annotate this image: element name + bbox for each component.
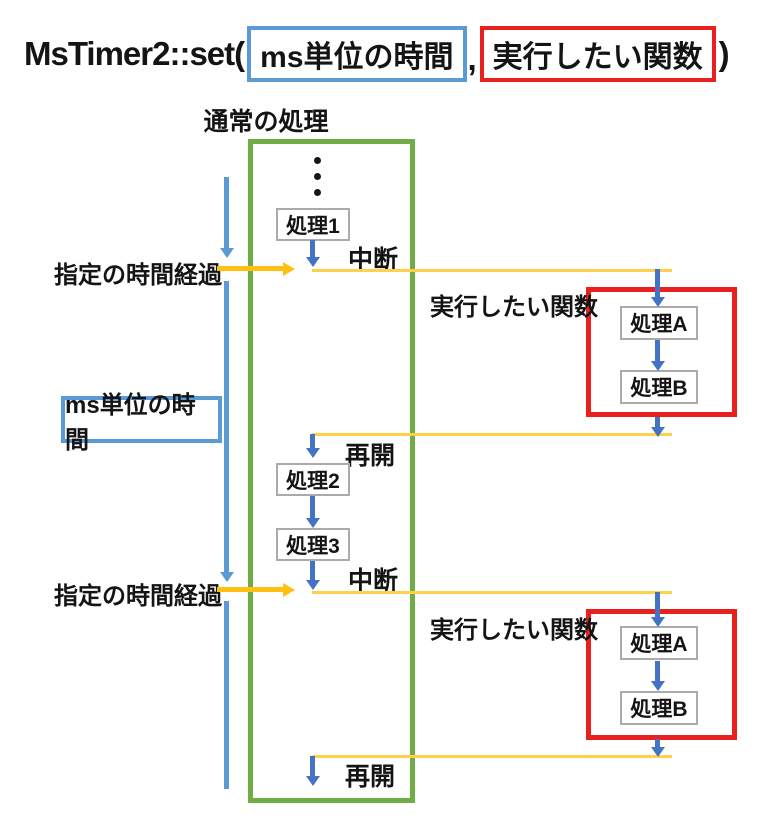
interrupt-jump-line-1 bbox=[312, 269, 672, 272]
title-comma: , bbox=[467, 40, 477, 77]
interrupt-jump-line-2 bbox=[312, 591, 672, 594]
title-arg-func: 実行したい関数 bbox=[492, 41, 703, 74]
elapsed-arrow-1 bbox=[217, 266, 283, 271]
elapsed-time-label-1: 指定の時間経過 bbox=[54, 262, 222, 289]
resume-label-2: 再開 bbox=[345, 763, 396, 791]
return-jump-line-1 bbox=[312, 433, 672, 436]
flow-arrow-after-p3 bbox=[310, 561, 315, 580]
ms-time-arg-box: ms単位の時間 bbox=[247, 26, 467, 82]
normal-flow-header: 通常の処理 bbox=[203, 108, 329, 136]
ellipsis-icon bbox=[314, 157, 322, 205]
flow-arrow-exit-func-1 bbox=[655, 417, 660, 427]
title-arg-ms: ms単位の時間 bbox=[260, 41, 454, 74]
interrupt-1-step-a: 処理A bbox=[620, 306, 698, 340]
interrupt-2-function-box bbox=[586, 609, 737, 740]
flow-arrow-p2-p3 bbox=[310, 496, 315, 518]
flow-arrow-resume-2 bbox=[310, 756, 315, 776]
function-label-2: 実行したい関数 bbox=[430, 617, 598, 644]
flow-arrow-a2-b2 bbox=[655, 661, 660, 681]
elapsed-arrow-2 bbox=[217, 587, 283, 592]
title-prefix: MsTimer2::set( bbox=[24, 35, 245, 72]
interrupt-1-step-b: 処理B bbox=[620, 370, 698, 404]
interrupt-1-function-box bbox=[586, 287, 737, 417]
resume-label-1: 再開 bbox=[345, 442, 396, 470]
title: MsTimer2::set( ms単位の時間 , 実行したい関数 ) bbox=[24, 26, 730, 82]
process-step-2: 処理2 bbox=[276, 463, 350, 496]
ms-duration-label-box: ms単位の時間 bbox=[61, 392, 222, 454]
timeline-segment-1 bbox=[224, 177, 229, 248]
elapsed-time-label-2: 指定の時間経過 bbox=[54, 583, 222, 610]
process-step-1: 処理1 bbox=[276, 208, 350, 241]
function-label-1: 実行したい関数 bbox=[430, 294, 598, 321]
interrupt-label-2: 中断 bbox=[348, 567, 399, 595]
flow-arrow-a1-b1 bbox=[655, 340, 660, 361]
title-suffix: ) bbox=[718, 35, 730, 72]
flow-arrow-enter-func-2 bbox=[655, 592, 660, 617]
exec-func-arg-box: 実行したい関数 bbox=[479, 26, 716, 82]
flow-arrow-resume-1 bbox=[310, 434, 315, 448]
timeline-segment-3 bbox=[224, 601, 229, 789]
normal-flow-box bbox=[248, 139, 415, 803]
flow-arrow-enter-func-1 bbox=[655, 269, 660, 297]
return-jump-line-2 bbox=[312, 755, 672, 758]
flow-arrow-after-p1 bbox=[310, 240, 315, 257]
timeline-segment-2 bbox=[224, 281, 229, 572]
interrupt-2-step-b: 処理B bbox=[620, 691, 698, 725]
interrupt-2-step-a: 処理A bbox=[620, 626, 698, 660]
process-step-3: 処理3 bbox=[276, 528, 350, 561]
flow-arrow-exit-func-2 bbox=[655, 739, 660, 747]
